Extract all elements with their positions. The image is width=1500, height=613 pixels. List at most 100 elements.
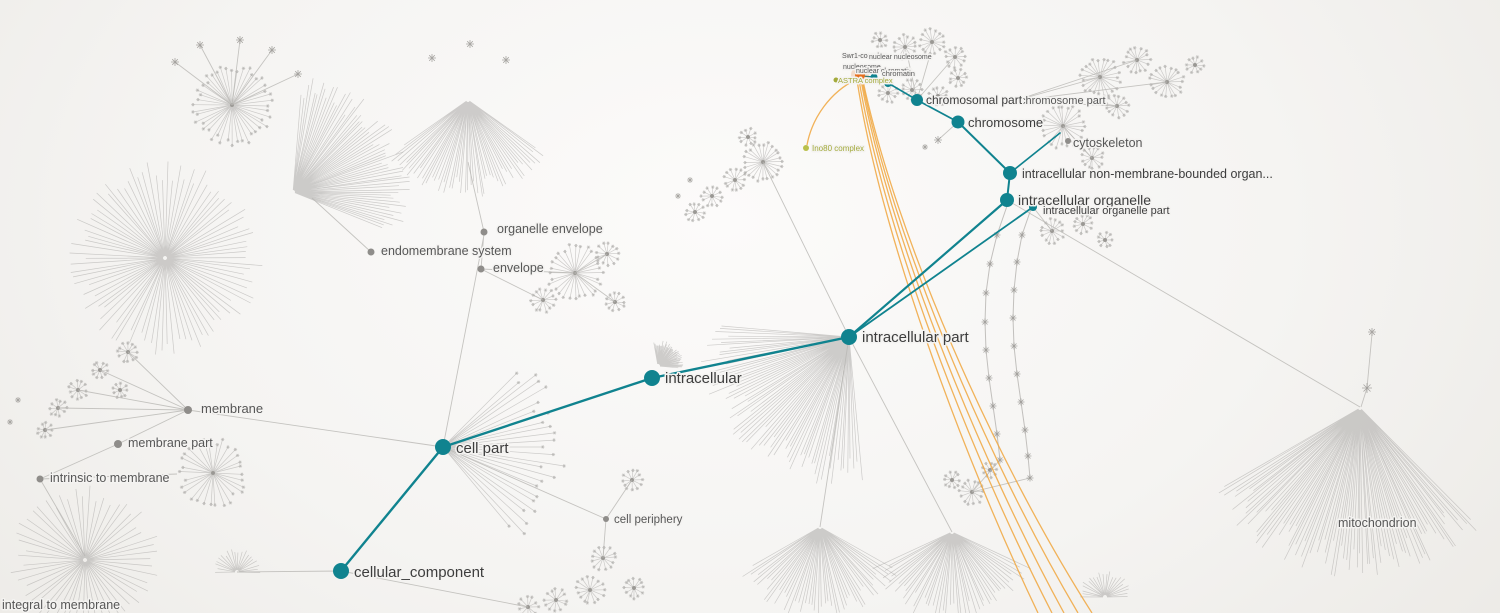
- term-label: endomembrane system: [381, 244, 512, 258]
- fan-cluster: [215, 549, 261, 573]
- fan-cluster: [1106, 95, 1129, 118]
- fan-cluster: [950, 69, 967, 87]
- fan-cluster-center: [903, 45, 907, 49]
- fan-cluster: [623, 578, 644, 599]
- fan-cluster-tips: [622, 576, 645, 601]
- fan-cluster: [391, 100, 544, 197]
- fan-cluster-tips: [917, 27, 946, 56]
- fan-cluster: [10, 485, 158, 613]
- node-chromosome[interactable]: [951, 115, 965, 129]
- fan-cluster-center: [953, 55, 957, 59]
- fan-cluster-tips: [1096, 230, 1114, 249]
- node-cell-part[interactable]: [435, 439, 451, 455]
- fan-cluster-tips: [594, 241, 621, 268]
- label-cellular-component: cellular_component: [354, 564, 485, 581]
- fan-cluster-tips: [91, 361, 110, 380]
- term-label: chromatin: [882, 69, 915, 78]
- fan-cluster: [544, 588, 567, 611]
- fan-cluster: [724, 169, 745, 191]
- term-label: intrinsic to membrane: [50, 471, 170, 485]
- asterisk-chain: [1012, 208, 1032, 479]
- fan-cluster: [444, 372, 565, 534]
- fan-cluster-center: [950, 478, 954, 482]
- fan-cluster: [894, 34, 916, 60]
- node-membrane[interactable]: [184, 406, 192, 414]
- fan-cluster-center: [710, 194, 714, 198]
- fan-cluster: [653, 340, 684, 369]
- fan-cluster-center: [746, 135, 750, 139]
- fan-cluster-center: [956, 76, 960, 80]
- node-chromosomal-part[interactable]: [911, 94, 923, 106]
- fan-cluster-tips: [1072, 213, 1094, 236]
- term-label: nucleosome: [843, 64, 881, 71]
- node-intracellular[interactable]: [644, 370, 660, 386]
- fan-cluster: [37, 422, 52, 438]
- fan-cluster-tips: [684, 202, 707, 223]
- fan-cluster-tips: [1040, 105, 1087, 150]
- term-label: membrane: [201, 401, 263, 416]
- term-label: envelope: [493, 261, 544, 275]
- highlight-path-edge: [916, 99, 959, 123]
- fan-cluster-tips: [115, 341, 139, 364]
- highlight-path-edge: [441, 376, 654, 449]
- fan-cluster-tips: [517, 594, 541, 613]
- node-organelle-envelope[interactable]: [480, 228, 488, 236]
- term-label: chromosome part: [1020, 95, 1106, 107]
- fan-cluster-center: [878, 38, 882, 42]
- node-intracellular-organelle[interactable]: [1000, 193, 1014, 207]
- term-label: mitochondrion: [1338, 516, 1417, 530]
- fan-cluster-center: [1103, 238, 1107, 242]
- fan-cluster: [945, 47, 966, 68]
- highlight-path-edge: [650, 335, 851, 380]
- fan-cluster-tips: [699, 185, 724, 208]
- node-envelope[interactable]: [477, 265, 485, 273]
- fan-cluster: [928, 87, 947, 105]
- fan-cluster: [1080, 571, 1129, 598]
- fan-cluster-tips: [507, 371, 566, 536]
- fan-cluster: [878, 84, 898, 103]
- node-chromosome-part[interactable]: [1011, 98, 1017, 104]
- highlight-orange-edge: [856, 79, 1039, 613]
- fan-cluster-tips: [1121, 46, 1153, 75]
- node-intracellular-part[interactable]: [841, 329, 857, 345]
- node-cellular-component[interactable]: [333, 563, 349, 579]
- fan-cluster-tips: [892, 32, 917, 61]
- highlight-path-edge: [1009, 132, 1061, 174]
- node-cytoskeleton-anchor[interactable]: [1065, 138, 1071, 144]
- node-endomembrane-system[interactable]: [367, 248, 375, 256]
- node-ino80-complex-node[interactable]: [803, 145, 809, 151]
- node-intracellular-nmb-organelle[interactable]: [1003, 166, 1017, 180]
- term-label: nuclear chromatin: [856, 68, 912, 75]
- node-intrinsic-to-membrane[interactable]: [36, 475, 44, 483]
- highlight-path-edge: [848, 206, 1034, 338]
- label-intracellular-nmb-organelle: intracellular non-membrane-bounded organ…: [1022, 167, 1273, 181]
- node-intracellular-organelle-part[interactable]: [1029, 203, 1037, 211]
- fan-cluster-tips: [943, 46, 967, 70]
- fan-cluster-center: [1193, 63, 1197, 67]
- fan-cluster-tips: [1104, 93, 1131, 120]
- fan-cluster-center: [211, 471, 215, 475]
- fan-cluster-tips: [177, 437, 246, 508]
- fan-cluster-center: [910, 88, 914, 92]
- term-label: cytoskeleton: [1073, 136, 1143, 150]
- node-membrane-part[interactable]: [114, 440, 122, 448]
- fan-cluster: [1098, 232, 1113, 247]
- node-nuclear-chromatin-node[interactable]: [870, 73, 878, 81]
- node-nucleosome-node[interactable]: [855, 70, 865, 80]
- node-cell-periphery[interactable]: [603, 516, 609, 522]
- fan-cluster-center: [988, 468, 992, 472]
- highlight-path-edge: [957, 121, 1011, 174]
- fan-cluster: [1186, 56, 1204, 73]
- node-astra-complex-node[interactable]: [833, 77, 839, 83]
- fan-cluster-tips: [870, 31, 889, 49]
- highlight-orange-edge: [862, 80, 1093, 613]
- fan-cluster-center: [554, 598, 558, 602]
- fan-cluster-tips: [943, 470, 961, 490]
- node-chromatin-node[interactable]: [884, 79, 892, 87]
- fan-cluster-center: [733, 178, 737, 182]
- fan-cluster-tips: [722, 167, 747, 192]
- term-label: Swr1-complex: [842, 53, 887, 60]
- fan-cluster: [872, 532, 1031, 613]
